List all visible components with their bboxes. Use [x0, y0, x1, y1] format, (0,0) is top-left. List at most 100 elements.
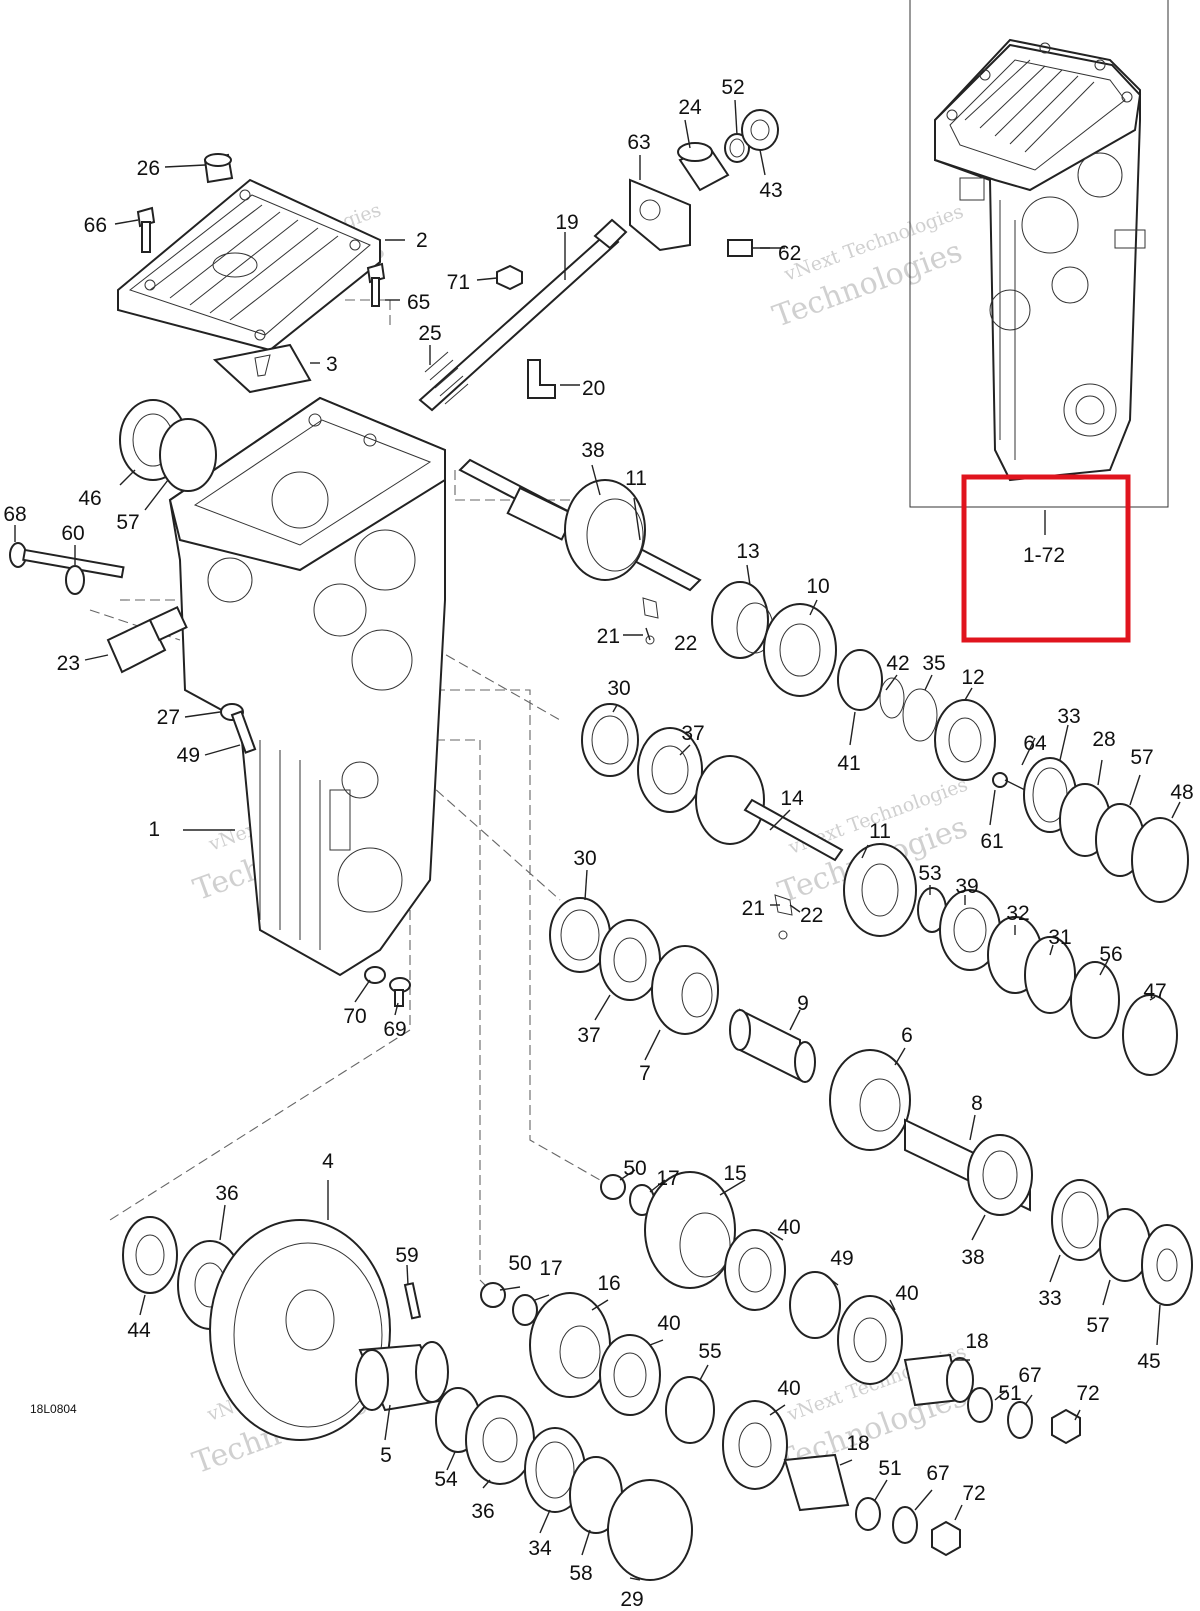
- part-label: 67: [1018, 1364, 1041, 1387]
- part-label: 35: [922, 652, 945, 675]
- part-label: 50: [623, 1157, 646, 1180]
- part-label: 37: [681, 722, 704, 745]
- part-label: 9: [797, 992, 809, 1015]
- part-label: 40: [777, 1216, 800, 1239]
- part-label: 46: [78, 487, 101, 510]
- part-label: 40: [895, 1282, 918, 1305]
- part-label: 7: [639, 1062, 651, 1085]
- part-label: 55: [698, 1340, 721, 1363]
- part-label: 42: [886, 652, 909, 675]
- part-label: 11: [625, 467, 647, 490]
- part-label: 62: [778, 242, 801, 265]
- part-label: 26: [137, 157, 160, 180]
- part-label: 25: [418, 322, 441, 345]
- part-label: 72: [1076, 1382, 1099, 1405]
- part-label: 41: [837, 752, 860, 775]
- diagram-code: 18L0804: [30, 1402, 77, 1416]
- part-label: 67: [926, 1462, 949, 1485]
- part-label: 44: [127, 1319, 151, 1342]
- part-label: 39: [955, 875, 978, 898]
- part-label: 66: [84, 214, 107, 237]
- part-label: 68: [3, 503, 26, 526]
- part-label: 2: [416, 229, 428, 252]
- input-shaft-assembly: [458, 458, 1189, 903]
- part-label: 15: [723, 1162, 746, 1185]
- left-bolts: [9, 542, 188, 674]
- part-label: 28: [1092, 728, 1115, 751]
- part-label: 20: [582, 377, 605, 400]
- shift-shaft: [418, 218, 628, 412]
- part-label: 30: [607, 677, 630, 700]
- part-label: 70: [343, 1005, 366, 1028]
- part-label: 6: [901, 1024, 913, 1047]
- part-label: 14: [780, 787, 804, 810]
- part-label: 3: [326, 353, 338, 376]
- part-label: 19: [555, 211, 578, 234]
- part-label: 45: [1137, 1350, 1160, 1373]
- part-label: 48: [1170, 781, 1193, 804]
- assembled-gearbox-inset: [909, 0, 1169, 508]
- part-label: 32: [1006, 902, 1029, 925]
- part-label: 56: [1099, 943, 1122, 966]
- assembly-range-label: 1-72: [1023, 544, 1065, 567]
- part-label: 13: [736, 540, 759, 563]
- part-label: 38: [961, 1246, 984, 1269]
- part-label: 61: [980, 830, 1003, 853]
- part-label: 27: [157, 706, 180, 729]
- part-label: 29: [620, 1588, 643, 1611]
- part-label: 63: [627, 131, 650, 154]
- part-label: 51: [878, 1457, 901, 1480]
- part-label: 18: [846, 1432, 869, 1455]
- part-label: 31: [1048, 926, 1071, 949]
- part-label: 33: [1057, 705, 1080, 728]
- part-label: 24: [678, 96, 702, 119]
- part-label: 36: [471, 1500, 494, 1523]
- part-label: 64: [1023, 732, 1047, 755]
- part-label: 22: [674, 632, 697, 655]
- part-label: 30: [573, 847, 596, 870]
- part-label: 16: [597, 1272, 620, 1295]
- part-label: 5: [380, 1444, 392, 1467]
- part-label: 11: [869, 820, 891, 843]
- part-label: 65: [407, 291, 430, 314]
- small-fasteners: [136, 109, 779, 399]
- part-label: 22: [800, 904, 823, 927]
- part-label: 34: [528, 1537, 552, 1560]
- part-label: 57: [1130, 746, 1153, 769]
- output-shaft-assembly: [549, 897, 1193, 1306]
- highlight-reference-box: 1-72: [961, 474, 1131, 643]
- part-label: 38: [581, 439, 604, 462]
- part-label: 53: [918, 862, 941, 885]
- part-label: 72: [962, 1482, 985, 1505]
- part-label: 71: [447, 271, 470, 294]
- housing-side-washers: [119, 399, 217, 492]
- part-label: 49: [177, 744, 200, 767]
- part-label: 49: [830, 1247, 853, 1270]
- top-cover: [117, 178, 381, 394]
- part-label: 36: [215, 1182, 238, 1205]
- final-drive-assembly: [122, 1216, 693, 1581]
- part-label: 17: [656, 1167, 679, 1190]
- part-number-labels: 1 2 3 4 5 6 7 8 9 10 11 11 12 13 14 15 1…: [3, 76, 1193, 1611]
- part-label: 57: [1086, 1314, 1109, 1337]
- part-label: 52: [721, 76, 744, 99]
- part-label: 8: [971, 1092, 983, 1115]
- part-label: 17: [539, 1257, 562, 1280]
- part-label: 50: [508, 1252, 531, 1275]
- part-label: 40: [657, 1312, 680, 1335]
- part-label: 33: [1038, 1287, 1061, 1310]
- part-label: 57: [116, 511, 139, 534]
- part-label: 4: [322, 1150, 334, 1173]
- part-label: 40: [777, 1377, 800, 1400]
- part-label: 21: [742, 897, 765, 920]
- part-label: 58: [569, 1562, 592, 1585]
- part-label: 12: [961, 666, 984, 689]
- housing-small-parts: [220, 703, 411, 1007]
- leader-lines: [14, 99, 1181, 1581]
- part-label: 47: [1143, 980, 1166, 1003]
- part-label: 54: [434, 1468, 458, 1491]
- part-label: 1: [148, 818, 160, 841]
- gearbox-housing: [168, 396, 446, 977]
- part-label: 23: [57, 652, 80, 675]
